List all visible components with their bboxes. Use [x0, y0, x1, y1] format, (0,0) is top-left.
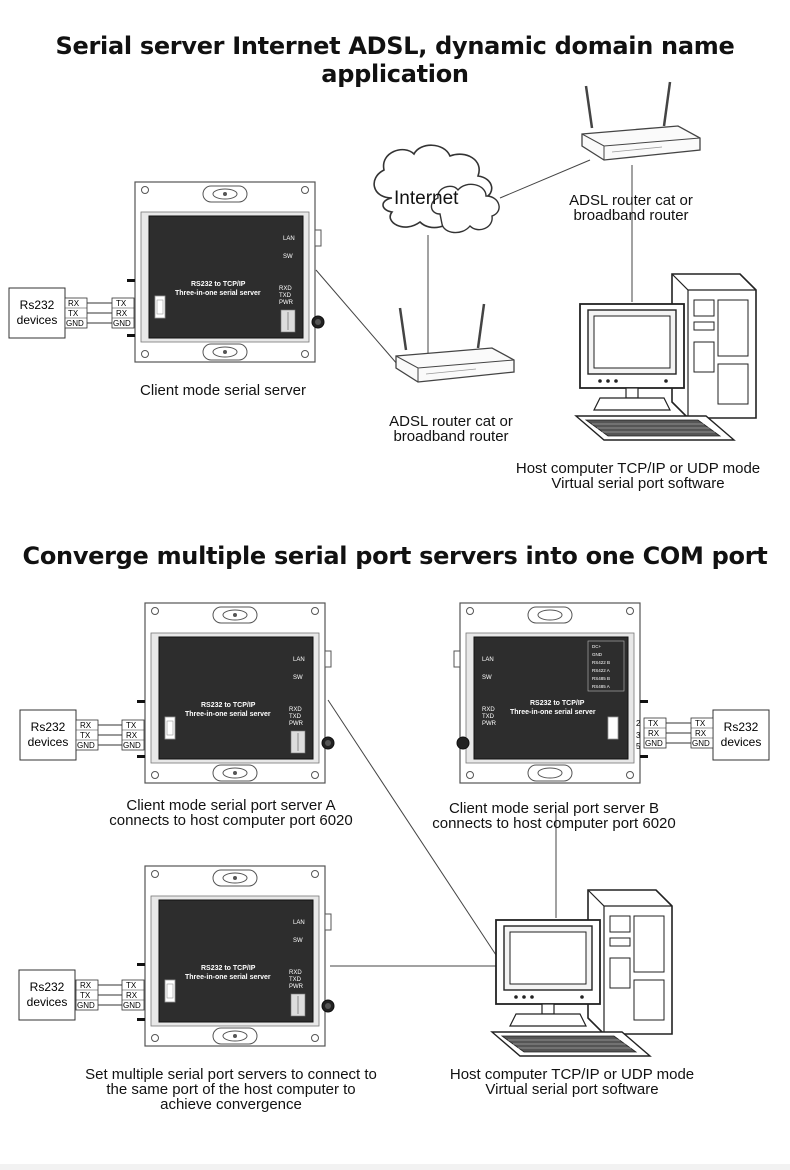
- bottom-band: [0, 1164, 790, 1170]
- svg-text:Three-in-one serial server: Three-in-one serial server: [185, 974, 271, 981]
- svg-text:RXD: RXD: [289, 970, 302, 976]
- svg-text:TX: TX: [648, 719, 659, 728]
- svg-text:RS232 to TCP/IP: RS232 to TCP/IP: [201, 702, 256, 709]
- svg-text:TXD: TXD: [289, 714, 302, 720]
- indicator-lan: LAN: [283, 236, 295, 242]
- serial-server-c: RS232 to TCP/IP Three-in-one serial serv…: [136, 865, 335, 1047]
- internet-label: Internet: [394, 188, 459, 209]
- svg-text:RXD: RXD: [289, 707, 302, 713]
- svg-text:RX: RX: [80, 981, 92, 990]
- router-bottom-caption: ADSL router cat or broadband router: [389, 413, 513, 445]
- svg-text:GND: GND: [123, 741, 141, 750]
- svg-text:TX: TX: [126, 981, 137, 990]
- svg-text:GND: GND: [113, 319, 131, 328]
- serial-server-client: RS232 to TCP/IP Three-in-one serial serv…: [126, 181, 325, 363]
- svg-text:devices: devices: [721, 735, 762, 749]
- host-caption-2: Host computer TCP/IP or UDP mode Virtual…: [449, 1066, 695, 1098]
- svg-text:LAN: LAN: [293, 657, 305, 663]
- svg-text:GND: GND: [645, 739, 663, 748]
- svg-text:RS422 A: RS422 A: [592, 668, 610, 673]
- section1-title: Serial server Internet ADSL, dynamic dom…: [55, 32, 735, 88]
- indicator-rxd: RXD: [279, 286, 292, 292]
- host-caption-1: Host computer TCP/IP or UDP mode Virtual…: [515, 460, 761, 492]
- svg-text:3: 3: [636, 731, 641, 740]
- rs232-wiring-b: Rs232 devices 2 3 5 TX RX GND TX RX GND: [636, 709, 770, 761]
- svg-text:GND: GND: [66, 319, 84, 328]
- svg-text:TXD: TXD: [482, 714, 495, 720]
- svg-text:TX: TX: [80, 991, 91, 1000]
- rs232-wiring-a: Rs232 devices RX TX GND TX RX GND: [19, 709, 145, 761]
- panel-text-1: RS232 to TCP/IP: [191, 281, 246, 288]
- svg-text:TX: TX: [695, 719, 706, 728]
- indicator-pwr: PWR: [279, 300, 294, 306]
- svg-text:RS232 to TCP/IP: RS232 to TCP/IP: [201, 965, 256, 972]
- client-server-caption: Client mode serial server: [140, 382, 306, 399]
- rs232-wiring-1: Rs232 devices RX TX GND TX RX GND: [8, 287, 135, 339]
- panel-text-2: Three-in-one serial server: [175, 290, 261, 297]
- serial-server-b: DC+ GND RS422 B RS422 A RS485 B RS485 A …: [453, 602, 648, 784]
- link-server-a-host: [327, 699, 497, 956]
- svg-text:RX: RX: [68, 299, 80, 308]
- svg-text:RX: RX: [126, 991, 138, 1000]
- svg-text:SW: SW: [293, 675, 303, 681]
- svg-text:Three-in-one serial server: Three-in-one serial server: [510, 709, 596, 716]
- svg-text:2: 2: [636, 719, 641, 728]
- svg-text:GND: GND: [77, 1001, 95, 1010]
- host-computer-2: [491, 889, 673, 1057]
- serial-server-a: RS232 to TCP/IP Three-in-one serial serv…: [136, 602, 335, 784]
- indicator-sw: SW: [283, 254, 293, 260]
- svg-text:RXD: RXD: [482, 707, 495, 713]
- host-computer-1: [575, 273, 757, 441]
- adsl-router-top: [580, 80, 702, 162]
- svg-text:SW: SW: [293, 938, 303, 944]
- svg-text:RX: RX: [648, 729, 660, 738]
- indicator-txd: TXD: [279, 293, 292, 299]
- server-b-caption: Client mode serial port server B connect…: [432, 800, 676, 832]
- svg-text:GND: GND: [692, 739, 710, 748]
- svg-text:RX: RX: [695, 729, 707, 738]
- svg-text:RS485 A: RS485 A: [592, 684, 610, 689]
- svg-text:devices: devices: [28, 735, 69, 749]
- server-a-caption: Client mode serial port server A connect…: [109, 797, 353, 829]
- rs232-wiring-c: Rs232 devices RX TX GND TX RX GND: [18, 969, 145, 1021]
- svg-text:Rs232: Rs232: [30, 980, 65, 994]
- link-cloud-top-router: [499, 159, 591, 199]
- svg-text:SW: SW: [482, 675, 492, 681]
- router-top-caption: ADSL router cat or broadband router: [569, 192, 693, 224]
- server-c-caption: Set multiple serial port servers to conn…: [85, 1066, 377, 1113]
- svg-text:PWR: PWR: [289, 984, 304, 990]
- svg-text:RX: RX: [80, 721, 92, 730]
- svg-text:TX: TX: [80, 731, 91, 740]
- svg-text:RX: RX: [126, 731, 138, 740]
- svg-text:TX: TX: [68, 309, 79, 318]
- svg-text:TX: TX: [126, 721, 137, 730]
- svg-text:TX: TX: [116, 299, 127, 308]
- svg-text:RS232 to TCP/IP: RS232 to TCP/IP: [530, 700, 585, 707]
- svg-text:GND: GND: [77, 741, 95, 750]
- svg-text:RX: RX: [116, 309, 128, 318]
- link-server-router: [315, 269, 399, 366]
- svg-text:Three-in-one serial server: Three-in-one serial server: [185, 711, 271, 718]
- svg-text:Rs232: Rs232: [31, 720, 66, 734]
- svg-text:PWR: PWR: [289, 721, 304, 727]
- svg-text:LAN: LAN: [482, 657, 494, 663]
- adsl-router-bottom: [394, 302, 516, 384]
- section2-title: Converge multiple serial port servers in…: [22, 542, 768, 570]
- svg-text:RS485 B: RS485 B: [592, 676, 610, 681]
- svg-text:TXD: TXD: [289, 977, 302, 983]
- svg-text:devices: devices: [27, 995, 68, 1009]
- svg-text:GND: GND: [123, 1001, 141, 1010]
- rs232-label: Rs232: [20, 298, 55, 312]
- svg-text:5: 5: [636, 742, 641, 751]
- svg-text:DC+: DC+: [592, 644, 601, 649]
- svg-text:RS422 B: RS422 B: [592, 660, 610, 665]
- svg-text:GND: GND: [592, 652, 603, 657]
- svg-text:Rs232: Rs232: [724, 720, 759, 734]
- svg-text:PWR: PWR: [482, 721, 497, 727]
- rs232-devices-label: devices: [17, 313, 58, 327]
- svg-text:LAN: LAN: [293, 920, 305, 926]
- internet-cloud: Internet: [373, 144, 500, 234]
